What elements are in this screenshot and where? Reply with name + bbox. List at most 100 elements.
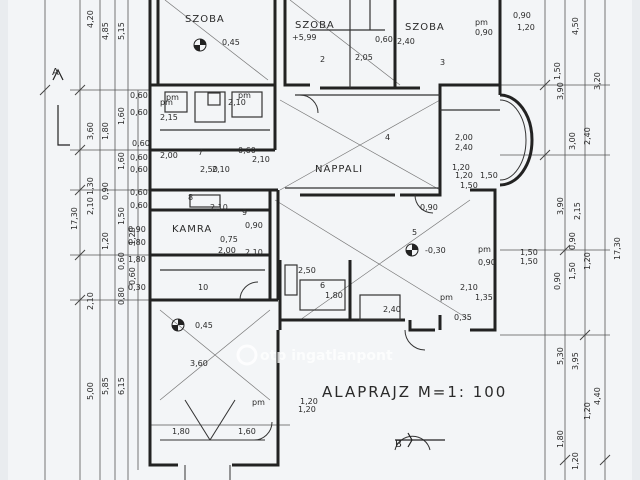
- dim-label: 4,40: [593, 387, 602, 405]
- dim-label: 0,90: [420, 203, 438, 212]
- dim-label: 0,60: [238, 146, 256, 155]
- walls: [148, 0, 502, 467]
- dim-label: 17,30: [70, 207, 79, 230]
- section-marker-b: [395, 432, 445, 448]
- pm-label: pm: [475, 18, 488, 27]
- room-number-3: 3: [440, 58, 445, 67]
- dim-label: 3,60: [86, 122, 95, 140]
- section-marker-b-label: B: [395, 439, 403, 450]
- room-number-4: 4: [385, 133, 390, 142]
- section-marker-a-label: A: [52, 67, 60, 78]
- dim-label: 3,60: [190, 359, 208, 368]
- watermark-text: otp ingatlanpont: [260, 348, 393, 364]
- room-number-10: 10: [198, 283, 208, 292]
- dim-label: 2,50: [298, 266, 316, 275]
- room-level-szoba-1: 0,45: [222, 38, 240, 47]
- dim-label: 0,60: [130, 188, 148, 197]
- dim-label: 6,15: [117, 377, 126, 395]
- construction-lines: [159, 0, 471, 401]
- dim-label: 0,90: [568, 232, 577, 250]
- dim-label: 0,60: [375, 35, 393, 44]
- dim-label: 2,10: [86, 197, 95, 215]
- room-number-2: 2: [320, 55, 325, 64]
- dim-label: 1,20: [583, 252, 592, 270]
- drawing-title: ALAPRAJZ M=1: 100: [322, 383, 507, 401]
- pm-label: pm: [252, 398, 265, 407]
- pm-label: pm: [440, 293, 453, 302]
- dim-label: 1,80: [128, 255, 146, 264]
- dim-label: 2,10: [210, 203, 228, 212]
- dim-label: 0,90: [478, 258, 496, 267]
- dim-label: 0,30: [128, 283, 146, 292]
- dim-label: 0,60: [130, 91, 148, 100]
- room-number-6: 6: [320, 281, 325, 290]
- dim-label: 2,10: [460, 283, 478, 292]
- dim-label: 0,60: [130, 201, 148, 210]
- dim-label: 1,20: [452, 163, 470, 172]
- dim-label: 2,00: [218, 246, 236, 255]
- otp-watermark: otp ingatlanpont: [236, 344, 393, 366]
- dim-label: 1,20: [128, 227, 137, 245]
- dim-label: 1,20: [298, 405, 316, 414]
- dim-label: 1,60: [238, 427, 256, 436]
- dim-label: 1,20: [571, 452, 580, 470]
- dim-label: 2,05: [355, 53, 373, 62]
- bay-window-inner-line: [499, 99, 527, 181]
- dim-label: 5,15: [117, 22, 126, 40]
- level-marker-icon: [405, 243, 419, 257]
- dim-label: 1,50: [460, 181, 478, 190]
- dim-label: 2,15: [160, 113, 178, 122]
- dim-label: 1,50: [117, 207, 126, 225]
- dim-label: 17,30: [613, 237, 622, 260]
- dim-label: 4,50: [571, 17, 580, 35]
- right-outer-dimensions: 4,50 3,90 3,90 2,15 5,30 3,95 4,40 17,30…: [556, 17, 622, 470]
- room-name-kamra: KAMRA: [172, 224, 212, 235]
- dim-label: 0,35: [454, 313, 472, 322]
- dim-label: 0,60: [132, 139, 150, 148]
- dim-label: 0,60: [130, 165, 148, 174]
- dim-label: 1,50: [480, 171, 498, 180]
- pm-label: pm: [478, 245, 491, 254]
- room-number-8: 8: [188, 193, 193, 202]
- dim-label: 2,00: [160, 151, 178, 160]
- dim-label: 3,95: [571, 352, 580, 370]
- pm-label: pm: [238, 91, 251, 100]
- pm-labels: pm pm pm pm pm pm pm: [160, 18, 491, 407]
- dim-label: 2,50: [200, 165, 218, 174]
- level-markers: [171, 38, 419, 332]
- dim-label: 2,40: [383, 305, 401, 314]
- dim-label: 5,85: [101, 377, 110, 395]
- dim-label: 1,60: [117, 107, 126, 125]
- dim-label: 3,00: [568, 132, 577, 150]
- dim-label: 1,20: [517, 23, 535, 32]
- pm-label: pm: [166, 93, 179, 102]
- dim-label: 0,60: [130, 153, 148, 162]
- dimension-lines: [44, 0, 610, 480]
- dim-label: 2,10: [252, 155, 270, 164]
- room-name-szoba-1: SZOBA: [185, 14, 225, 25]
- dim-label: 2,10: [245, 248, 263, 257]
- dim-label: 1,50: [568, 262, 577, 280]
- dim-label: 4,20: [86, 10, 95, 28]
- dim-label: 2,10: [86, 292, 95, 310]
- dim-label: 2,40: [397, 37, 415, 46]
- dim-label: 2,00: [455, 133, 473, 142]
- paper-sheet: [8, 0, 632, 480]
- dim-label: 1,30: [86, 177, 95, 195]
- dim-label: 2,40: [583, 127, 592, 145]
- left-outer-dimensions: 4,20 4,85 5,15 3,60 1,80 1,60 2,10 1,20 …: [70, 10, 137, 400]
- dim-label: 0,75: [220, 235, 238, 244]
- dim-label: 0,90: [553, 272, 562, 290]
- dim-label: 0,80: [128, 238, 146, 247]
- left-inner-dimensions: 0,60 0,60 0,60 0,60 1,60 0,60 0,60 0,60 …: [117, 91, 150, 292]
- dim-label: 5,30: [556, 347, 565, 365]
- room-number-5: 5: [412, 228, 417, 237]
- dim-label: 3,20: [593, 72, 602, 90]
- interior-partitions: [160, 0, 500, 321]
- room-name-szoba-3: SZOBA: [405, 22, 445, 33]
- dim-label: 0,90: [475, 28, 493, 37]
- dim-label: 5,00: [86, 382, 95, 400]
- otp-logo-icon: [236, 344, 258, 366]
- dim-label: 0,90: [128, 225, 146, 234]
